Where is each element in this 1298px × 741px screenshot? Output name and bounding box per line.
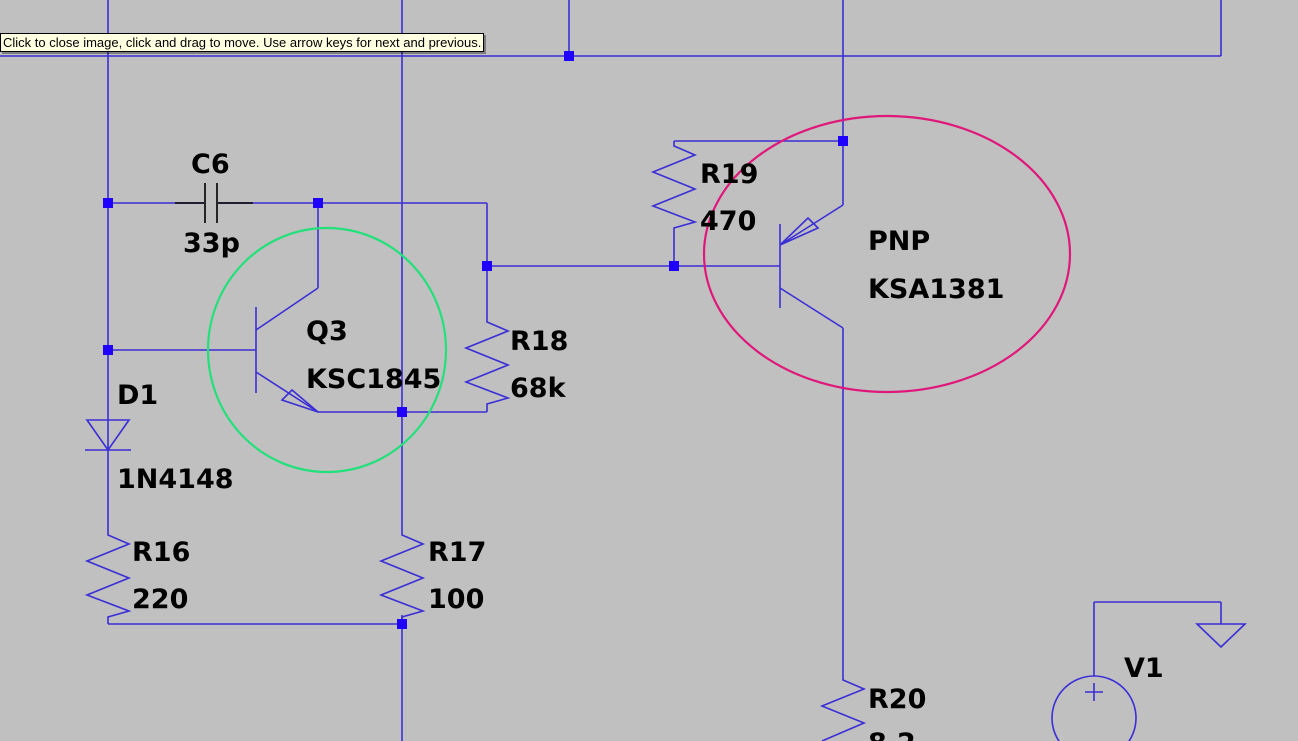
r19-name-label: R19 <box>700 159 758 190</box>
r16-resistor <box>84 530 132 624</box>
pnp-name-label: PNP <box>868 226 930 257</box>
r18-value-label: 68k <box>510 373 567 404</box>
junction-dot <box>669 261 679 271</box>
r20-resistor <box>819 675 867 741</box>
d1-name-label: D1 <box>117 380 158 411</box>
v1-name-label: V1 <box>1124 653 1164 684</box>
pnp-collector-lead <box>779 287 844 329</box>
pnp-value-label: KSA1381 <box>868 274 1004 305</box>
junction-dot <box>397 619 407 629</box>
r19-value-label: 470 <box>700 206 756 237</box>
junction-dot <box>313 198 323 208</box>
pnp-emitter-lead <box>779 204 844 246</box>
q3-collector-lead <box>255 287 319 331</box>
r17-resistor <box>378 530 426 624</box>
r16-value-label: 220 <box>132 584 188 615</box>
c6-value-label: 33p <box>183 228 240 259</box>
r16-name-label: R16 <box>132 537 190 568</box>
q3-emitter-arrow <box>280 388 319 413</box>
image-viewer-tooltip[interactable]: Click to close image, click and drag to … <box>0 33 485 52</box>
junction-dot <box>397 407 407 417</box>
r19-resistor <box>650 141 698 266</box>
c6-name-label: C6 <box>191 149 230 180</box>
ground-icon <box>1195 623 1247 649</box>
r17-value-label: 100 <box>428 584 484 615</box>
pnp-highlight-circle <box>702 114 1072 394</box>
r20-name-label: R20 <box>868 684 926 715</box>
r20-value-label: 8.2 <box>868 728 916 741</box>
junction-dot <box>838 136 848 146</box>
junction-dot <box>103 345 113 355</box>
q3-emitter-lead <box>255 371 319 413</box>
q3-highlight-circle <box>206 226 448 474</box>
v1-source-circle <box>1051 675 1137 741</box>
d1-diode-triangle <box>85 419 131 452</box>
r18-resistor <box>463 318 511 412</box>
q3-value-label: KSC1845 <box>306 364 441 395</box>
d1-value-label: 1N4148 <box>117 464 234 495</box>
r17-name-label: R17 <box>428 537 486 568</box>
junction-dot <box>482 261 492 271</box>
junction-dot <box>103 198 113 208</box>
r18-name-label: R18 <box>510 326 568 357</box>
junction-dot <box>564 51 574 61</box>
pnp-emitter-arrow <box>779 216 820 246</box>
q3-name-label: Q3 <box>306 316 348 347</box>
